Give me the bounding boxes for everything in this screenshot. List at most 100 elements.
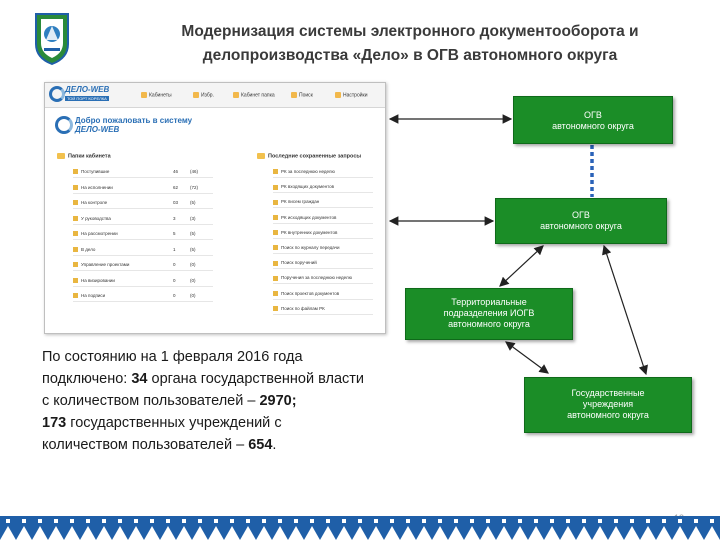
menu-icon xyxy=(291,92,297,98)
ornament-dot xyxy=(662,519,666,523)
query-row[interactable]: Поручения за последнюю неделю xyxy=(273,272,352,283)
folder-count: 46 xyxy=(173,169,179,174)
folder-row[interactable]: Поступившие 46 (46) xyxy=(73,166,198,177)
folder-label: У руководства xyxy=(81,215,111,221)
query-icon xyxy=(273,290,278,296)
folder-total: (0) xyxy=(190,293,196,298)
ornament-dot xyxy=(182,519,186,523)
ornament-dot xyxy=(454,519,458,523)
ornament-dot xyxy=(694,519,698,523)
stat-line-4: 173 государственных учреждений с xyxy=(42,415,282,431)
ornament-tooth xyxy=(256,526,272,540)
ornament-tooth xyxy=(624,526,640,540)
query-label: РК внутренних документов xyxy=(281,229,338,235)
menu-item[interactable]: Кабинеты xyxy=(141,92,172,98)
delo-logo-icon xyxy=(49,86,65,102)
ornament-tooth xyxy=(576,526,592,540)
app-header: ДЕЛО-WEB ТОЙ ПОРТ КОРЕЛКА Кабинеты Избр.… xyxy=(45,83,385,108)
menu-item[interactable]: Настройки xyxy=(335,92,368,98)
folder-total: (5) xyxy=(190,200,196,205)
folder-count: 03 xyxy=(173,200,179,205)
folder-icon xyxy=(257,153,265,159)
query-row[interactable]: РК писем граждан xyxy=(273,196,319,207)
query-icon xyxy=(273,260,278,266)
ornament-tooth xyxy=(496,526,512,540)
row-divider xyxy=(273,268,373,270)
ornament-dot xyxy=(150,519,154,523)
query-label: Поиск по файлам РК xyxy=(281,305,325,311)
row-divider xyxy=(273,237,373,239)
menu-item[interactable]: Избр. xyxy=(193,92,214,98)
menu-icon xyxy=(141,92,147,98)
ornament-tooth xyxy=(528,526,544,540)
ornament-dot xyxy=(710,519,714,523)
row-divider xyxy=(73,177,213,178)
query-icon xyxy=(273,214,278,220)
folder-total: (46) xyxy=(190,169,199,174)
row-divider xyxy=(273,298,373,300)
ornament-tooth xyxy=(128,526,144,540)
query-label: РК за последнюю неделю xyxy=(281,169,335,174)
folder-total: (3) xyxy=(190,215,196,221)
row-divider xyxy=(273,313,373,315)
menu-item[interactable]: Поиск xyxy=(291,92,313,98)
folder-row[interactable]: На контроле 03 (5) xyxy=(73,197,196,208)
query-icon xyxy=(273,169,278,175)
stat-line-5: количеством пользователей – 654. xyxy=(42,437,277,453)
ornament-dot xyxy=(214,519,218,523)
query-row[interactable]: Поиск поручений xyxy=(273,257,317,268)
folder-label: На контроле xyxy=(81,200,108,205)
ornament-tooth xyxy=(384,526,400,540)
ornament-tooth xyxy=(704,526,720,540)
folder-count: 3 xyxy=(173,215,176,221)
folder-icon xyxy=(73,246,78,252)
query-row[interactable]: РК внутренних документов xyxy=(273,227,337,238)
menu-item[interactable]: Кабинет папка xyxy=(233,92,275,98)
ornament-tooth xyxy=(144,526,160,540)
ornament-tooth xyxy=(192,526,208,540)
folder-row[interactable]: У руководства 3 (3) xyxy=(73,213,196,224)
folder-icon xyxy=(73,231,78,237)
app-logo-sub: ТОЙ ПОРТ КОРЕЛКА xyxy=(65,96,109,101)
folder-icon xyxy=(73,277,78,283)
query-row[interactable]: РК за последнюю неделю xyxy=(273,166,335,177)
query-row[interactable]: РК исходящих документов xyxy=(273,212,336,223)
row-divider xyxy=(73,192,213,194)
query-icon xyxy=(273,184,278,190)
query-row[interactable]: Поиск по файлам РК xyxy=(273,303,325,314)
territorial-units-box: Территориальные подразделения ИОГВ автон… xyxy=(405,288,573,340)
folder-label: На визировании xyxy=(81,277,115,283)
ornament-tooth xyxy=(288,526,304,540)
ornament-tooth xyxy=(112,526,128,540)
ornament-tooth xyxy=(240,526,256,540)
ornament-dot xyxy=(422,519,426,523)
ornament-tooth xyxy=(432,526,448,540)
ornament-tooth xyxy=(480,526,496,540)
folder-label: На рассмотрении xyxy=(81,231,118,236)
ornament-tooth xyxy=(640,526,656,540)
ornament-dot xyxy=(22,519,26,523)
welcome-logo-icon xyxy=(55,116,73,134)
folder-total: (72) xyxy=(190,184,199,190)
row-divider xyxy=(273,283,373,285)
row-divider xyxy=(273,207,373,209)
title-line-2: делопроизводства «Дело» в ОГВ автономног… xyxy=(202,47,618,64)
ornament-tooth xyxy=(368,526,384,540)
query-row[interactable]: Поиск по журналу передачи xyxy=(273,242,340,253)
query-label: Поручения за последнюю неделю xyxy=(281,275,352,281)
ornament-tooth xyxy=(400,526,416,540)
folder-count: 62 xyxy=(173,184,179,190)
query-row[interactable]: РК входящих документов xyxy=(273,181,334,192)
folder-icon xyxy=(73,200,78,206)
query-icon xyxy=(273,199,278,205)
ornament-tooth xyxy=(96,526,112,540)
query-row[interactable]: Поиск проектов документов xyxy=(273,288,339,299)
stat-line-1: По состоянию на 1 февраля 2016 года xyxy=(42,349,303,365)
folder-label: Поступившие xyxy=(81,169,110,174)
